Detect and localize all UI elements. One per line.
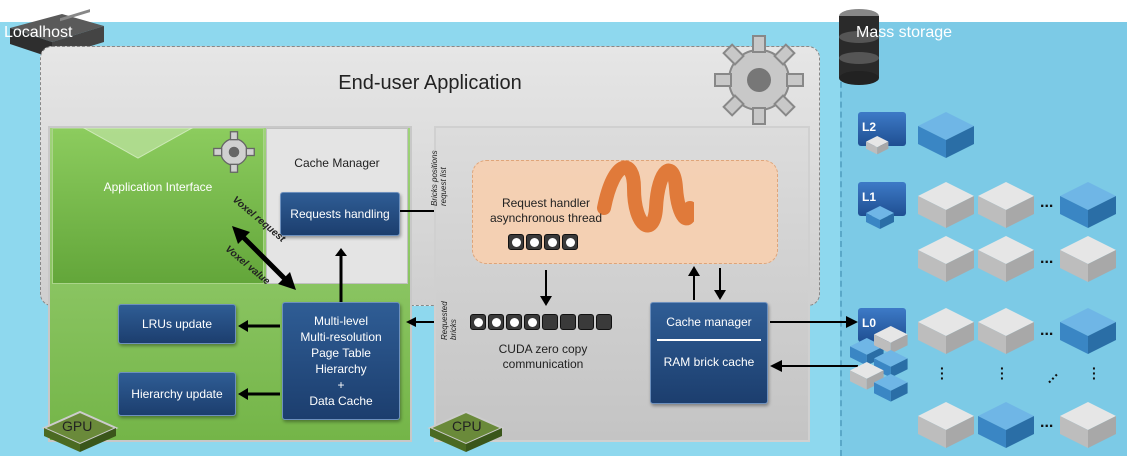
cache-storage-arrows <box>770 316 858 372</box>
ram-cache-label: RAM brick cache <box>663 355 755 369</box>
gpu-arrows <box>238 248 436 400</box>
chip <box>560 314 576 330</box>
chip <box>562 234 578 250</box>
chip <box>488 314 504 330</box>
cache-up-down-arrows <box>688 266 726 300</box>
localhost-label: Localhost <box>4 24 73 41</box>
chip <box>542 314 558 330</box>
ellipsis-l1-row2: ... <box>1040 250 1054 267</box>
chip <box>508 234 524 250</box>
level-l1-label: L1 <box>862 190 877 204</box>
gpu-chip-icon <box>41 410 119 452</box>
cuda-chip-row <box>470 314 612 330</box>
cpu-chip-icon <box>427 410 505 452</box>
gpu-label: GPU <box>62 418 93 434</box>
ellipsis-l1-row1: ... <box>1040 194 1054 211</box>
cpu-cache-manager-label: Cache manager <box>666 315 752 329</box>
request-handler-label: Request handler asynchronous thread <box>489 196 603 225</box>
cpu-label: CPU <box>452 418 482 434</box>
lru-update-label: LRUs update <box>141 317 213 331</box>
page-table-box: Multi-level Multi-resolution Page Table … <box>282 302 400 420</box>
mass-storage-label: Mass storage <box>856 24 953 41</box>
app-title: End-user Application <box>338 72 522 94</box>
hierarchy-update-box: Hierarchy update <box>118 372 236 416</box>
chip <box>544 234 560 250</box>
gear-icon <box>714 35 804 125</box>
lru-update-box: LRUs update <box>118 304 236 344</box>
level-l2-label: L2 <box>862 120 877 134</box>
vertical-ellipsis-2: ··· <box>1000 360 1005 386</box>
hierarchy-update-label: Hierarchy update <box>131 387 223 401</box>
level-l0-label: L0 <box>862 316 877 330</box>
page-table-line-5: + <box>337 378 345 392</box>
page-table-line-1: Multi-level <box>313 314 368 328</box>
voxel-double-arrow-icon <box>232 226 296 290</box>
ellipsis-l0-row2: ... <box>1040 414 1054 431</box>
chip <box>506 314 522 330</box>
application-interface-label: Application Interface <box>103 180 213 194</box>
ram-cache-box: Cache manager RAM brick cache <box>650 302 768 404</box>
cache-manager-title: Cache Manager <box>294 156 380 170</box>
handler-down-arrow <box>540 270 552 306</box>
small-gear-icon <box>213 131 255 173</box>
database-icon <box>839 9 879 85</box>
triangle-icon <box>82 128 194 159</box>
page-table-line-6: Data Cache <box>309 394 373 408</box>
handler-chip-row <box>508 234 578 250</box>
page-table-line-4: Hierarchy <box>315 362 367 376</box>
requests-handling-box: Requests handling <box>280 192 400 236</box>
requests-handling-label: Requests handling <box>290 207 390 221</box>
chip <box>470 314 486 330</box>
vertical-ellipsis-3: ··· <box>1092 360 1097 386</box>
page-table-line-2: Multi-resolution <box>300 330 382 344</box>
cuda-label: CUDA zero copy communication <box>498 342 588 371</box>
chip <box>526 234 542 250</box>
requested-bricks-label: Requested bricks <box>440 301 458 340</box>
divider <box>657 339 761 341</box>
ellipsis-l0-row1: ... <box>1040 322 1054 339</box>
thread-spring-icon <box>597 160 694 233</box>
page-table-line-3: Page Table <box>311 346 371 360</box>
vertical-ellipsis-1: ··· <box>940 360 945 386</box>
level-l1-folder: L1 <box>858 182 906 216</box>
chip <box>524 314 540 330</box>
chip <box>596 314 612 330</box>
chip <box>578 314 594 330</box>
bricks-positions-label: Bricks positions request list <box>430 150 448 206</box>
brick-grid <box>850 112 1116 448</box>
